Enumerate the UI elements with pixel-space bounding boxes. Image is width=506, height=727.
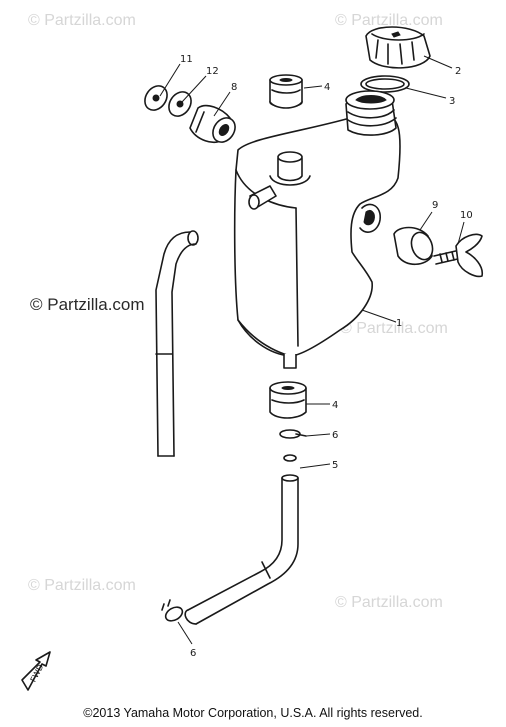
watermark-top-right: © Partzilla.com: [335, 12, 443, 29]
callout-8: 8: [231, 82, 237, 93]
watermark-bottom-right: © Partzilla.com: [335, 594, 443, 611]
oil-hose-lower: [184, 474, 299, 625]
callout-3: 3: [449, 96, 455, 107]
watermark-mid-right: © Partzilla.com: [340, 320, 448, 337]
watermark-bottom-left: © Partzilla.com: [28, 577, 136, 594]
hose-clip-lower: [161, 599, 184, 622]
leader-lines: [159, 55, 465, 645]
forward-direction-arrow: FWD: [21, 651, 51, 691]
grommet-lower: [269, 381, 307, 419]
callout-1: 1: [396, 318, 402, 329]
callout-11: 11: [180, 54, 193, 65]
callout-6-upper: 6: [332, 430, 338, 441]
callout-10: 10: [460, 210, 473, 221]
callout-12: 12: [206, 66, 219, 77]
callout-4-upper: 4: [324, 82, 330, 93]
grommet-upper: [269, 74, 303, 109]
fwd-label: FWD: [29, 663, 46, 684]
breather-hose: [155, 230, 199, 457]
oil-tank-body: [233, 90, 401, 369]
watermark-main: © Partzilla.com: [30, 295, 145, 314]
callout-4-lower: 4: [332, 400, 338, 411]
callout-5: 5: [332, 460, 338, 471]
damper-9: [393, 226, 434, 266]
cap-gasket: [360, 75, 410, 93]
tank-cap: [365, 26, 431, 69]
callout-2: 2: [455, 66, 461, 77]
hose-clip-upper: [279, 429, 307, 439]
washer-11: [144, 85, 168, 111]
copyright-notice: ©2013 Yamaha Motor Corporation, U.S.A. A…: [83, 706, 423, 720]
callout-numbers: 1 2 3 4 4 5 6 6 8 9 10 11 12: [180, 54, 473, 659]
wing-bolt-10: [433, 233, 484, 278]
callout-9: 9: [432, 200, 438, 211]
callout-6-lower: 6: [190, 648, 196, 659]
collar-8: [189, 104, 236, 144]
watermark-top-left: © Partzilla.com: [28, 12, 136, 29]
hose-end: [283, 454, 297, 462]
